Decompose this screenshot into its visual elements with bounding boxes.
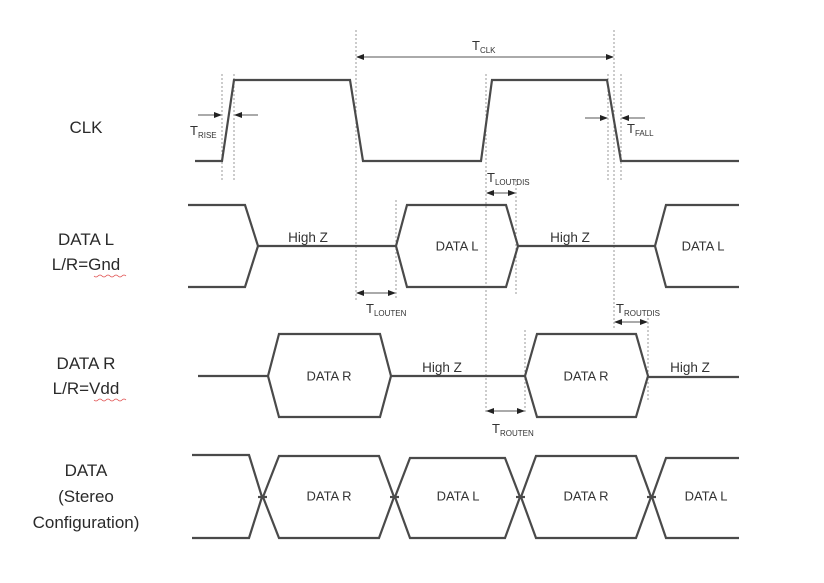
data-l-waveform: High Z DATA L High Z DATA L: [188, 203, 739, 289]
t-routdis-label: TROUTDIS: [616, 301, 660, 318]
data-r-box-label-1: DATA R: [306, 368, 351, 383]
row-label-line: DATA R: [57, 354, 116, 373]
spellcheck-underline: [93, 274, 127, 278]
t-rise-label: TRISE: [190, 123, 217, 140]
row-label-line: CLK: [69, 118, 103, 137]
data-l-bus-end: [653, 203, 739, 289]
t-fall-dimension: TFALL: [585, 115, 654, 138]
guide-lines: [221, 30, 649, 412]
data-r-highz-label-1: High Z: [422, 360, 462, 375]
data-r-waveform: DATA R High Z DATA R High Z: [198, 332, 739, 419]
data-l-box-label-2: DATA L: [682, 238, 725, 253]
row-label-line: DATA: [65, 461, 108, 480]
row-label-line: DATA L: [58, 230, 114, 249]
data-r-box-label-2: DATA R: [563, 368, 608, 383]
stereo-bus-start: [192, 453, 264, 540]
t-routen-label: TROUTEN: [492, 421, 534, 438]
t-loutdis-label: TLOUTDIS: [487, 170, 530, 187]
data-l-highz-label-2: High Z: [550, 230, 590, 245]
row-label-line: (Stereo: [58, 487, 114, 506]
t-louten-label: TLOUTEN: [366, 301, 407, 318]
t-routen-dimension: TROUTEN: [486, 408, 534, 438]
stereo-box-label-2: DATA L: [437, 488, 480, 503]
t-rise-dimension: TRISE: [190, 112, 258, 140]
data-stereo-waveform: DATA R DATA L DATA R DATA L: [192, 453, 739, 540]
t-louten-dimension: TLOUTEN: [356, 290, 407, 318]
data-l-bus-start: [188, 203, 260, 289]
row-label-line: L/R=Gnd: [52, 255, 121, 274]
t-clk-label: TCLK: [472, 38, 496, 55]
row-label-data-stereo: DATA (Stereo Configuration): [33, 461, 140, 532]
stereo-box-label-1: DATA R: [306, 488, 351, 503]
clk-waveform: [195, 78, 739, 163]
spellcheck-underline: [93, 398, 127, 402]
data-r-highz-label-2: High Z: [670, 360, 710, 375]
data-l-highz-label-1: High Z: [288, 230, 328, 245]
t-fall-label: TFALL: [627, 121, 654, 138]
data-l-box-label-1: DATA L: [436, 238, 479, 253]
row-label-line: Configuration): [33, 513, 140, 532]
row-label-clk: CLK: [69, 118, 103, 137]
row-label-data-l: DATA L L/R=Gnd: [52, 230, 127, 278]
t-routdis-dimension: TROUTDIS: [614, 301, 660, 325]
t-loutdis-dimension: TLOUTDIS: [486, 170, 530, 196]
stereo-box-label-4: DATA L: [685, 488, 728, 503]
stereo-box-label-3: DATA R: [563, 488, 608, 503]
t-clk-dimension: TCLK: [356, 38, 614, 60]
stereo-bus-end: [650, 456, 739, 540]
row-label-line: L/R=Vdd: [53, 379, 120, 398]
row-label-data-r: DATA R L/R=Vdd: [53, 354, 127, 402]
